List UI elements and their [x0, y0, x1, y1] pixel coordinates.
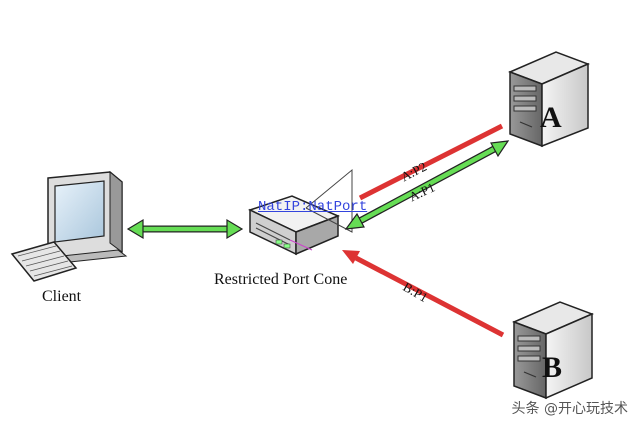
arrow-a-p2: [358, 123, 504, 201]
client-nat-arrow: [126, 218, 244, 240]
server-a-label: A: [540, 101, 562, 134]
nat-outline: [305, 168, 353, 233]
server-b-label: B: [542, 351, 563, 384]
watermark: 头条 @开心玩技术: [511, 401, 628, 417]
arrow-b-p1: [342, 250, 505, 338]
nat-address-label: NatIP:NatPort: [258, 199, 368, 215]
client-computer-icon: [10, 170, 128, 282]
nat-device-label: Restricted Port Cone: [214, 271, 348, 288]
server-a-icon: [508, 51, 590, 148]
server-b-icon: [512, 301, 594, 400]
client-label: Client: [42, 288, 82, 305]
arrow-a-p1: [344, 140, 510, 230]
router-icon: [248, 195, 340, 256]
